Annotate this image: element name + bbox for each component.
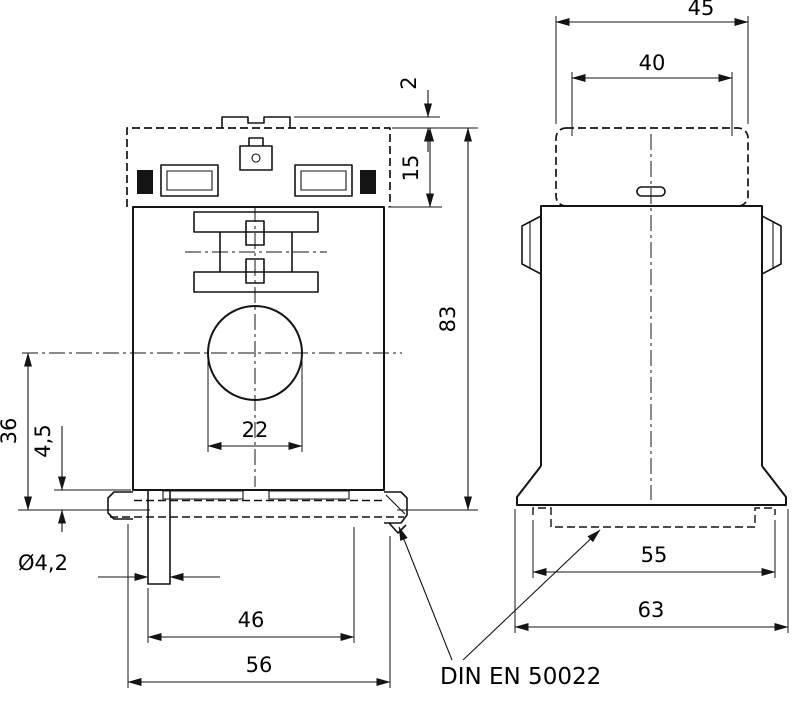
dim-4-5: 4,5 — [31, 424, 131, 532]
dim-55: 55 — [532, 520, 776, 578]
dim-63-extensions — [514, 509, 789, 633]
rail-edges-dashed — [110, 499, 404, 518]
dim-46-label: 46 — [238, 608, 265, 632]
dim-22: 22 — [207, 359, 303, 452]
dim-2-label: 2 — [397, 76, 421, 89]
terminal-clamp-left — [137, 170, 153, 194]
din-leader-left — [398, 526, 453, 661]
dim-40-label: 40 — [639, 51, 666, 75]
dim-56-extensions — [127, 524, 391, 688]
dim-83: 83 — [392, 127, 478, 511]
dim-55-label: 55 — [641, 543, 668, 567]
top-cap-dashed — [555, 127, 749, 207]
dim-56: 56 — [127, 524, 391, 688]
base-flare — [516, 465, 787, 506]
dim-36: 36 — [0, 352, 150, 511]
seal-screw — [251, 153, 261, 163]
case-body — [132, 206, 385, 491]
dim-15: 15 — [388, 127, 442, 208]
terminal-clamp-right — [360, 170, 376, 194]
latch-left — [521, 215, 542, 275]
dim-45-extensions — [555, 16, 749, 124]
dim-63-label: 63 — [638, 598, 665, 622]
dim-45-label: 45 — [688, 0, 715, 20]
dim-dia-4-2-label: Ø4,2 — [18, 551, 68, 575]
top-tab — [221, 116, 291, 128]
din-leader-right — [462, 529, 601, 661]
dim-2: 2 — [294, 76, 440, 152]
dim-4-5-label: 4,5 — [31, 424, 55, 457]
din-rail-callout: DIN EN 50022 — [398, 526, 601, 690]
din-rail-section-dashed — [532, 507, 776, 528]
base-slots — [162, 490, 350, 500]
dim-46: 46 — [147, 527, 355, 643]
latch-fold-lines — [529, 221, 774, 269]
dim-83-label: 83 — [436, 306, 460, 333]
dim-40-extensions — [571, 72, 733, 136]
terminal-cover-dashed — [126, 127, 391, 207]
dim-15-label: 15 — [399, 155, 423, 182]
case-side-body — [540, 205, 763, 466]
dim-22-label: 22 — [242, 418, 269, 442]
dim-63: 63 — [514, 509, 789, 633]
latch-right — [761, 215, 782, 275]
rail-claw-left — [107, 491, 133, 520]
dim-40: 40 — [571, 51, 733, 136]
front-view — [22, 116, 408, 585]
label-plate — [239, 137, 273, 171]
dim-36-label: 36 — [0, 418, 21, 445]
terminal-screw-slots — [166, 170, 347, 191]
terminal-screws — [160, 164, 353, 197]
coil-bobbin — [193, 211, 319, 293]
mounting-foot — [147, 490, 171, 585]
rail-clip-spring — [385, 494, 406, 515]
dim-45: 45 — [555, 0, 749, 124]
dim-dia-4-2: Ø4,2 — [18, 551, 220, 581]
din-rail-label: DIN EN 50022 — [440, 664, 601, 690]
dim-22-extensions — [207, 359, 303, 452]
dim-83-extensions — [392, 127, 478, 511]
side-view — [516, 127, 787, 528]
dim-56-label: 56 — [246, 653, 273, 677]
